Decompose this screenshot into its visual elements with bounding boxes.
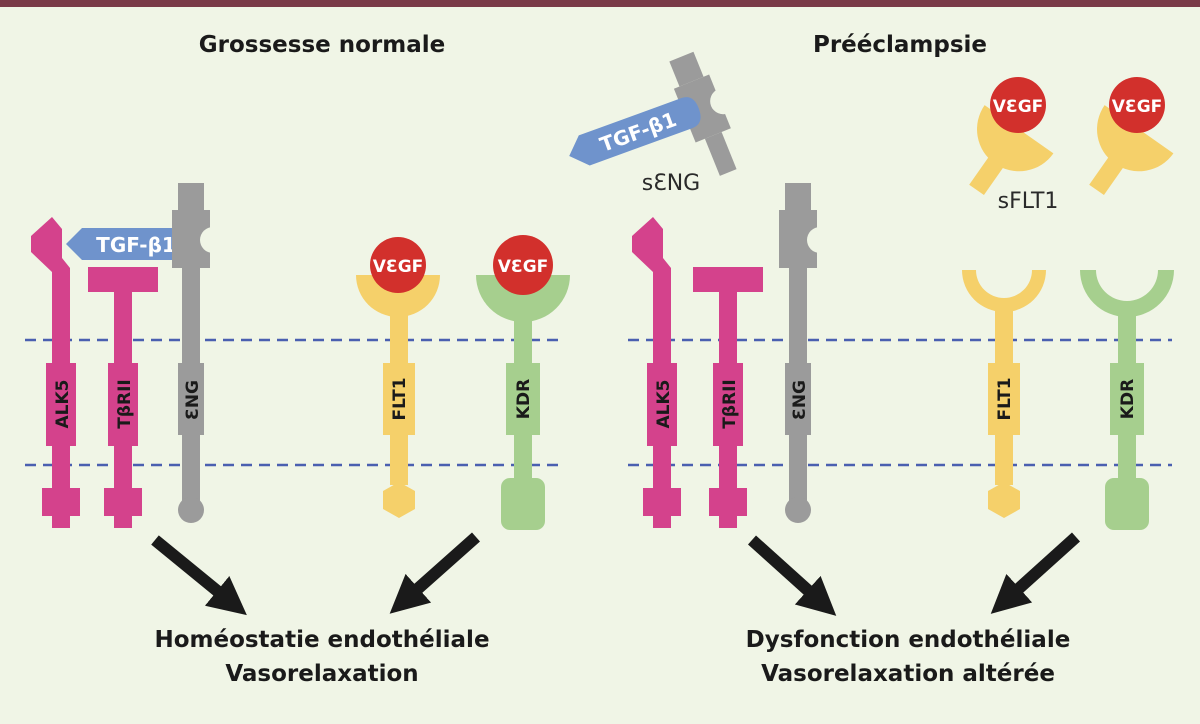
alk5-receptor-right: ALK5 (632, 217, 681, 528)
alk5-label: ALK5 (53, 380, 73, 429)
vegf-ligand-soluble-1 (990, 77, 1046, 133)
vegf-ligand-on-kdr-left (493, 235, 553, 295)
tbrii-receptor-right: TβRII (693, 267, 763, 528)
seng-label: sƐNG (642, 171, 700, 196)
normal-outcome-line1: Homéostatie endothéliale (154, 627, 489, 653)
kdr-label: KDR (514, 379, 534, 419)
cell-membrane-left (25, 338, 565, 467)
arrow-signal-left-a (151, 535, 247, 616)
flt1-label: FLT1 (390, 377, 410, 420)
preeclampsia-outcome-line2: Vasorelaxation altérée (761, 661, 1055, 687)
kdr-receptor-left: KDR (476, 275, 570, 530)
preeclampsia-title: Prééclampsie (813, 32, 987, 58)
soluble-eng-complex: TGF-β1 (569, 51, 737, 176)
arrow-signal-right-b (990, 532, 1081, 614)
preeclampsia-outcome-line1: Dysfonction endothéliale (746, 627, 1071, 653)
alk5-receptor-left: ALK5 (31, 217, 80, 528)
tbrii-label-right: TβRII (720, 379, 740, 429)
cell-membrane-right (628, 338, 1172, 467)
vegf-label-kdr-left: VƐGF (498, 257, 549, 277)
vegf-label-flt1-left: VƐGF (373, 257, 424, 277)
flt1-receptor-right: FLT1 (962, 270, 1046, 518)
tbrii-receptor-left: TβRII (88, 267, 158, 528)
eng-receptor-left: ƐNG (172, 183, 226, 523)
tgf-beta1-ligand-left: TGF-β1 (66, 228, 199, 260)
arrow-signal-right-a (747, 535, 837, 616)
alk5-label-right: ALK5 (654, 380, 674, 429)
vegf-label-soluble-2: VƐGF (1112, 97, 1163, 117)
kdr-receptor-right: KDR (1080, 270, 1174, 530)
flt1-receptor-left: FLT1 (356, 275, 440, 518)
normal-outcome-line2: Vasorelaxation (225, 661, 418, 687)
eng-label-right: ƐNG (790, 380, 810, 420)
top-bar (0, 0, 1200, 7)
tbrii-label: TβRII (115, 379, 135, 429)
vegf-ligand-on-flt1-left (370, 237, 426, 293)
arrow-signal-left-b (389, 532, 480, 614)
vegf-ligand-soluble-2 (1109, 77, 1165, 133)
flt1-label-right: FLT1 (995, 377, 1015, 420)
vegf-label-soluble-1: VƐGF (993, 97, 1044, 117)
normal-pregnancy-title: Grossesse normale (199, 32, 445, 58)
eng-label: ƐNG (183, 380, 203, 420)
soluble-flt1-1: VƐGF (969, 77, 1054, 196)
soluble-flt1-2: VƐGF (1089, 77, 1174, 196)
kdr-label-right: KDR (1118, 379, 1138, 419)
tgf-beta1-label: TGF-β1 (96, 233, 176, 257)
eng-receptor-right: ƐNG (779, 183, 833, 523)
sflt1-label: sFLT1 (998, 189, 1059, 214)
